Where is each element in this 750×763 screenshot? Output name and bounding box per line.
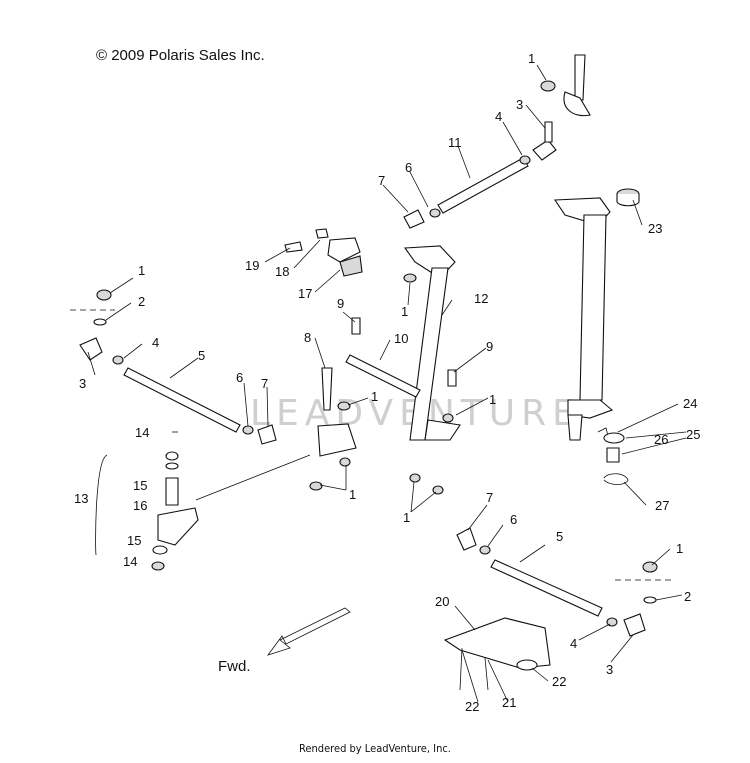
callout-1: 1 [489, 392, 496, 407]
callout-1: 1 [371, 389, 378, 404]
callout-3: 3 [606, 662, 613, 677]
tie-rod-end-7b [257, 424, 277, 445]
tie-rod-end-left [79, 337, 103, 361]
callout-15: 15 [133, 478, 147, 493]
callout-1: 1 [401, 304, 408, 319]
steering-cap [616, 188, 640, 207]
callout-25: 25 [686, 427, 700, 442]
bushing-26 [606, 447, 620, 463]
copyright-text: © 2009 Polaris Sales Inc. [96, 47, 265, 64]
link-10 [345, 354, 421, 398]
tie-rod-end-7 [403, 209, 425, 229]
tie-rod-upper [437, 157, 529, 214]
callout-7: 7 [486, 490, 493, 505]
callout-27: 27 [655, 498, 669, 513]
jam-nut-left [112, 355, 124, 365]
washer-left [93, 318, 107, 326]
callout-26: 26 [654, 432, 668, 447]
clamp-bracket [284, 228, 363, 277]
jam-nut-6 [429, 208, 441, 218]
bolt-8 [321, 367, 333, 411]
callout-9: 9 [486, 339, 493, 354]
callout-5: 5 [556, 529, 563, 544]
ring-27 [603, 473, 629, 485]
washer-25 [603, 432, 625, 444]
nut-1g [309, 481, 323, 491]
steering-arm [403, 245, 461, 441]
callout-13: 13 [74, 491, 88, 506]
callout-19: 19 [245, 258, 259, 273]
callout-14: 14 [135, 425, 149, 440]
nut-1c [337, 401, 351, 411]
callout-5: 5 [198, 348, 205, 363]
jam-nut-6c [479, 545, 491, 555]
washer-right [643, 596, 657, 604]
tie-rod-end-upper [532, 139, 557, 161]
callout-11: 11 [448, 135, 462, 150]
nut-1d [409, 473, 421, 483]
footer-credit: Rendered by LeadVenture, Inc. [299, 742, 451, 755]
tie-rod-end-3c [623, 613, 646, 637]
tie-rod-left [123, 367, 241, 433]
callout-15: 15 [127, 533, 141, 548]
idler-assembly [95, 451, 199, 571]
callout-7: 7 [261, 376, 268, 391]
jam-nut-upper [519, 155, 531, 165]
nut-upper [540, 80, 556, 92]
callout-6: 6 [236, 370, 243, 385]
callout-4: 4 [152, 335, 159, 350]
callout-22: 22 [552, 674, 566, 689]
callout-6: 6 [510, 512, 517, 527]
skid-plate [443, 617, 551, 691]
callout-16: 16 [133, 498, 147, 513]
nut-right [642, 561, 658, 573]
bolt-9 [351, 317, 361, 335]
forward-arrow [266, 607, 351, 656]
callout-12: 12 [474, 291, 488, 306]
callout-14: 14 [123, 554, 137, 569]
callout-1: 1 [676, 541, 683, 556]
callout-1: 1 [349, 487, 356, 502]
forward-label: Fwd. [218, 658, 251, 675]
nut-left [96, 289, 112, 301]
callout-18: 18 [275, 264, 289, 279]
tie-rod-end-7c [456, 527, 477, 551]
callout-4: 4 [570, 636, 577, 651]
callout-4: 4 [495, 109, 502, 124]
nut-1e [442, 413, 454, 423]
callout-22: 22 [465, 699, 479, 714]
callout-2: 2 [684, 589, 691, 604]
leader-lines [87, 64, 687, 703]
callout-20: 20 [435, 594, 449, 609]
leader-13 [195, 454, 311, 501]
jam-nut-6b [242, 425, 254, 435]
ball-stud-upper [544, 121, 553, 143]
callout-9: 9 [337, 296, 344, 311]
callout-23: 23 [648, 221, 662, 236]
nut-1f [339, 457, 351, 467]
callout-1: 1 [528, 51, 535, 66]
callout-7: 7 [378, 173, 385, 188]
clip-24 [597, 427, 609, 437]
callout-2: 2 [138, 294, 145, 309]
callout-21: 21 [502, 695, 516, 710]
bolt-9b [447, 369, 457, 387]
idler-block [317, 423, 357, 457]
callout-24: 24 [683, 396, 697, 411]
callout-6: 6 [405, 160, 412, 175]
tie-rod-right [490, 559, 603, 617]
callout-1: 1 [403, 510, 410, 525]
callout-1: 1 [138, 263, 145, 278]
callout-10: 10 [394, 331, 408, 346]
callout-3: 3 [516, 97, 523, 112]
steering-post [554, 54, 614, 441]
callout-3: 3 [79, 376, 86, 391]
callout-8: 8 [304, 330, 311, 345]
callout-17: 17 [298, 286, 312, 301]
